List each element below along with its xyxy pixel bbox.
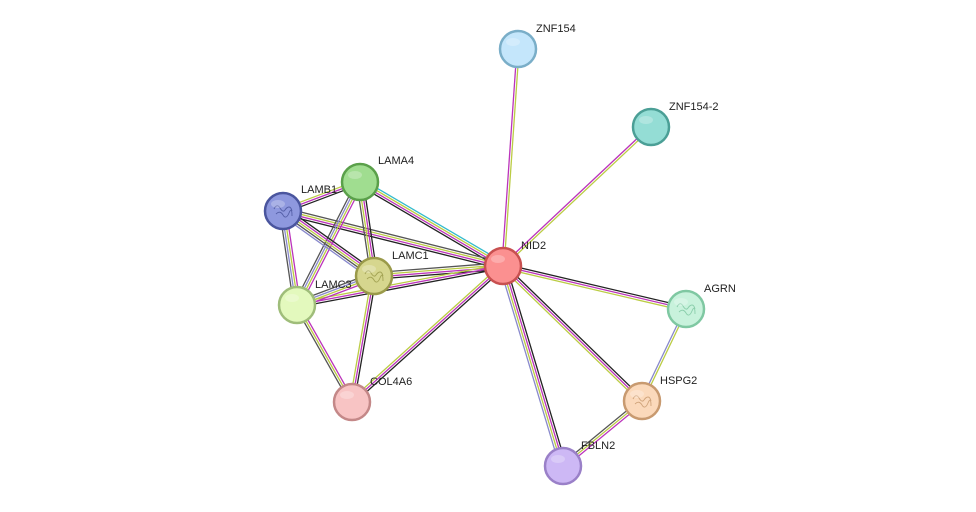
edge-line-experimental bbox=[282, 213, 503, 270]
edge-line-database bbox=[502, 265, 643, 402]
edge-nid2-znf154-2[interactable] bbox=[501, 125, 653, 268]
node-highlight bbox=[630, 390, 644, 398]
edge-nid2-fbln2[interactable] bbox=[499, 264, 567, 468]
edge-line-textmining bbox=[503, 49, 520, 267]
edge-lamc1-col4a6[interactable] bbox=[349, 275, 377, 403]
node-circle[interactable] bbox=[277, 285, 317, 325]
edge-nid2-agrn[interactable] bbox=[502, 263, 687, 312]
node-highlight bbox=[506, 38, 520, 46]
edge-line-textmining bbox=[503, 127, 653, 268]
node-highlight bbox=[491, 255, 505, 263]
node-circle[interactable] bbox=[498, 29, 538, 69]
edge-line-textmining bbox=[501, 266, 563, 467]
edge-nid2-lama4[interactable] bbox=[357, 178, 506, 270]
edge-line-database bbox=[374, 266, 504, 278]
node-highlight bbox=[271, 200, 285, 208]
edge-line-cooccurrence bbox=[361, 178, 506, 264]
edge-line-database bbox=[503, 265, 565, 466]
node-label: COL4A6 bbox=[370, 376, 412, 388]
edge-nid2-col4a6[interactable] bbox=[350, 263, 505, 405]
node-circle[interactable] bbox=[332, 382, 372, 422]
edge-nid2-lamb1[interactable] bbox=[282, 207, 504, 270]
node-label: NID2 bbox=[521, 240, 546, 252]
node-lama4[interactable]: LAMA4 bbox=[340, 155, 414, 202]
edge-line-textmining bbox=[373, 264, 503, 276]
edge-line-homology bbox=[499, 266, 561, 468]
edge-line-database bbox=[359, 182, 503, 268]
edge-line-textmining bbox=[360, 180, 504, 266]
node-hspg2[interactable]: HSPG2 bbox=[622, 375, 697, 421]
node-circle[interactable] bbox=[483, 246, 523, 286]
protein-structure-icon bbox=[676, 303, 696, 316]
edge-line-experimental bbox=[374, 268, 504, 280]
node-col4a6[interactable]: COL4A6 bbox=[332, 376, 412, 422]
node-fbln2[interactable]: FBLN2 bbox=[543, 440, 615, 486]
edge-line-experimental bbox=[503, 263, 687, 308]
edge-line-textmining bbox=[502, 267, 686, 312]
node-label: LAMC1 bbox=[392, 250, 429, 262]
edge-line-database bbox=[351, 275, 375, 403]
protein-structure-icon bbox=[364, 270, 384, 283]
node-label: FBLN2 bbox=[581, 440, 615, 452]
edge-line-experimental bbox=[357, 184, 502, 270]
node-label: LAMA4 bbox=[378, 155, 414, 167]
node-label: ZNF154 bbox=[536, 23, 576, 35]
node-circle[interactable] bbox=[340, 162, 380, 202]
edge-line-database bbox=[502, 265, 687, 310]
node-agrn[interactable]: AGRN bbox=[666, 283, 736, 329]
edge-line-database bbox=[351, 265, 504, 403]
protein-structure-icon bbox=[273, 205, 293, 218]
protein-structure-icon bbox=[632, 395, 652, 408]
node-highlight bbox=[639, 116, 653, 124]
node-lamb1[interactable]: LAMB1 bbox=[263, 184, 337, 231]
node-highlight bbox=[551, 455, 565, 463]
node-nid2[interactable]: NID2 bbox=[483, 240, 546, 286]
edge-line-experimental bbox=[505, 264, 567, 466]
node-circle[interactable] bbox=[631, 107, 671, 147]
node-label: HSPG2 bbox=[660, 375, 697, 387]
edge-line-textmining bbox=[349, 275, 373, 402]
node-highlight bbox=[674, 298, 688, 306]
edge-line-textmining bbox=[350, 263, 502, 401]
edge-line-database bbox=[501, 48, 518, 266]
edge-line-textmining bbox=[501, 267, 641, 404]
node-circle[interactable] bbox=[543, 446, 583, 486]
edge-line-experimental bbox=[297, 267, 504, 308]
node-label: AGRN bbox=[704, 283, 736, 295]
edge-line-database bbox=[501, 125, 651, 266]
edge-line-experimental bbox=[353, 276, 377, 403]
node-znf154-2[interactable]: ZNF154-2 bbox=[631, 101, 719, 147]
edge-nid2-hspg2[interactable] bbox=[501, 263, 644, 404]
node-lamc3[interactable]: LAMC3 bbox=[277, 279, 352, 325]
edge-line-database bbox=[282, 211, 503, 268]
edge-nid2-lamc1[interactable] bbox=[373, 262, 504, 280]
node-znf154[interactable]: ZNF154 bbox=[498, 23, 576, 69]
node-label: ZNF154-2 bbox=[669, 101, 719, 113]
node-highlight bbox=[362, 265, 376, 273]
edge-nid2-znf154[interactable] bbox=[501, 48, 520, 267]
node-label: LAMC3 bbox=[315, 279, 352, 291]
edge-line-experimental bbox=[353, 267, 505, 405]
node-highlight bbox=[340, 391, 354, 399]
node-lamc1[interactable]: LAMC1 bbox=[354, 250, 429, 296]
node-label: LAMB1 bbox=[301, 184, 337, 196]
edge-line-textmining bbox=[283, 209, 504, 266]
edge-line-database bbox=[296, 265, 504, 306]
node-highlight bbox=[285, 294, 299, 302]
edge-line-coexpression bbox=[283, 207, 504, 264]
edge-line-coexpression bbox=[373, 262, 503, 274]
node-highlight bbox=[348, 171, 362, 179]
edge-line-experimental bbox=[504, 263, 644, 400]
